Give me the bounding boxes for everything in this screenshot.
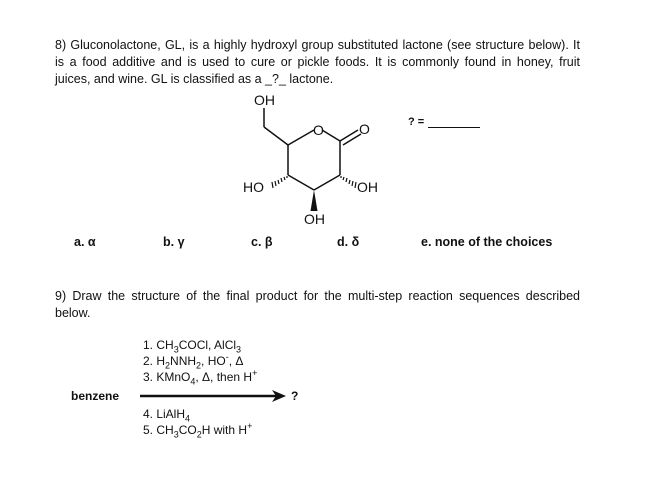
step-5: 5. CH3CO2H with H+ [143, 421, 253, 440]
choice-d[interactable]: d. δ [337, 235, 360, 249]
atom-oh-bottom: OH [304, 211, 325, 227]
step-3: 3. KMnO4, Δ, then H+ [143, 368, 258, 387]
choice-b[interactable]: b. γ [163, 235, 185, 249]
reaction-arrow-head [272, 390, 286, 402]
question-9-body: 9) Draw the structure of the final produ… [55, 289, 580, 320]
step-1: 1. CH3COCl, AlCl3 [143, 338, 242, 355]
choice-a[interactable]: a. α [74, 235, 96, 249]
step-2: 2. H2NNH2, HO-, Δ [143, 352, 244, 371]
wedge-bond [310, 190, 318, 211]
question-8-body: 8) Gluconolactone, GL, is a highly hydro… [55, 38, 580, 86]
product-unknown: ? [291, 389, 299, 403]
answer-blank-label: ? = [408, 116, 425, 128]
answer-blank-line [428, 127, 480, 128]
atom-ho-left: HO [243, 179, 264, 195]
atom-ring-oxygen: O [313, 122, 324, 138]
step-4: 4. LiAlH4 [143, 407, 191, 424]
reaction-steps-below: 4. LiAlH4 5. CH3CO2H with H+ [143, 406, 253, 440]
choice-c[interactable]: c. β [251, 235, 273, 249]
atom-oh-right: OH [357, 179, 378, 195]
atom-oh-top: OH [254, 92, 275, 108]
starting-material: benzene [71, 389, 120, 403]
question-8-text: 8) Gluconolactone, GL, is a highly hydro… [55, 37, 580, 88]
atom-carbonyl-oxygen: O [359, 121, 370, 137]
question-9-text: 9) Draw the structure of the final produ… [55, 288, 580, 322]
reaction-steps-above: 1. CH3COCl, AlCl3 2. H2NNH2, HO-, Δ 3. K… [143, 337, 258, 387]
choice-e[interactable]: e. none of the choices [421, 235, 553, 249]
